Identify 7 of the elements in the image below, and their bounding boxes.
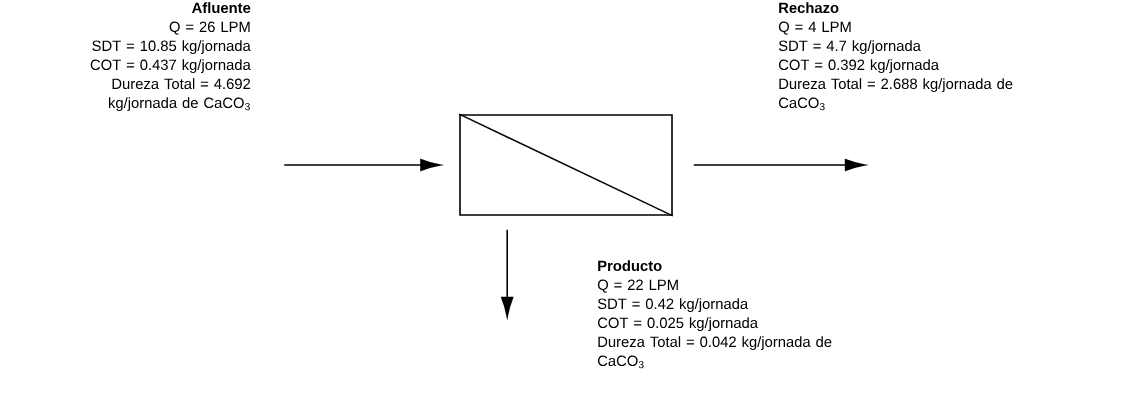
arrow <box>501 229 514 318</box>
stream-label: Rechazo Q = 4 LPM SDT = 4.7 kg/jornada COT = 0.392 kg/jornada Dureza Total = 2.688 kg/jornada de CaCO$_{3}$ <box>778 2 1013 111</box>
stream-label: Producto Q = 22 LPM SDT = 0.42 kg/jornada COT = 0.025 kg/jornada Dureza Total = 0.042 kg/jornada de CaCO$_{3}$ <box>597 260 832 369</box>
arrow <box>693 158 866 172</box>
stream-label: Afluente Q = 26 LPM SDT = 10.85 kg/jornada COT = 0.437 kg/jornada Dureza Total = 4.692 kg/jornada de CaCO$_{3}$ <box>90 2 251 111</box>
membrane-box <box>458 113 674 217</box>
arrow <box>283 158 441 172</box>
